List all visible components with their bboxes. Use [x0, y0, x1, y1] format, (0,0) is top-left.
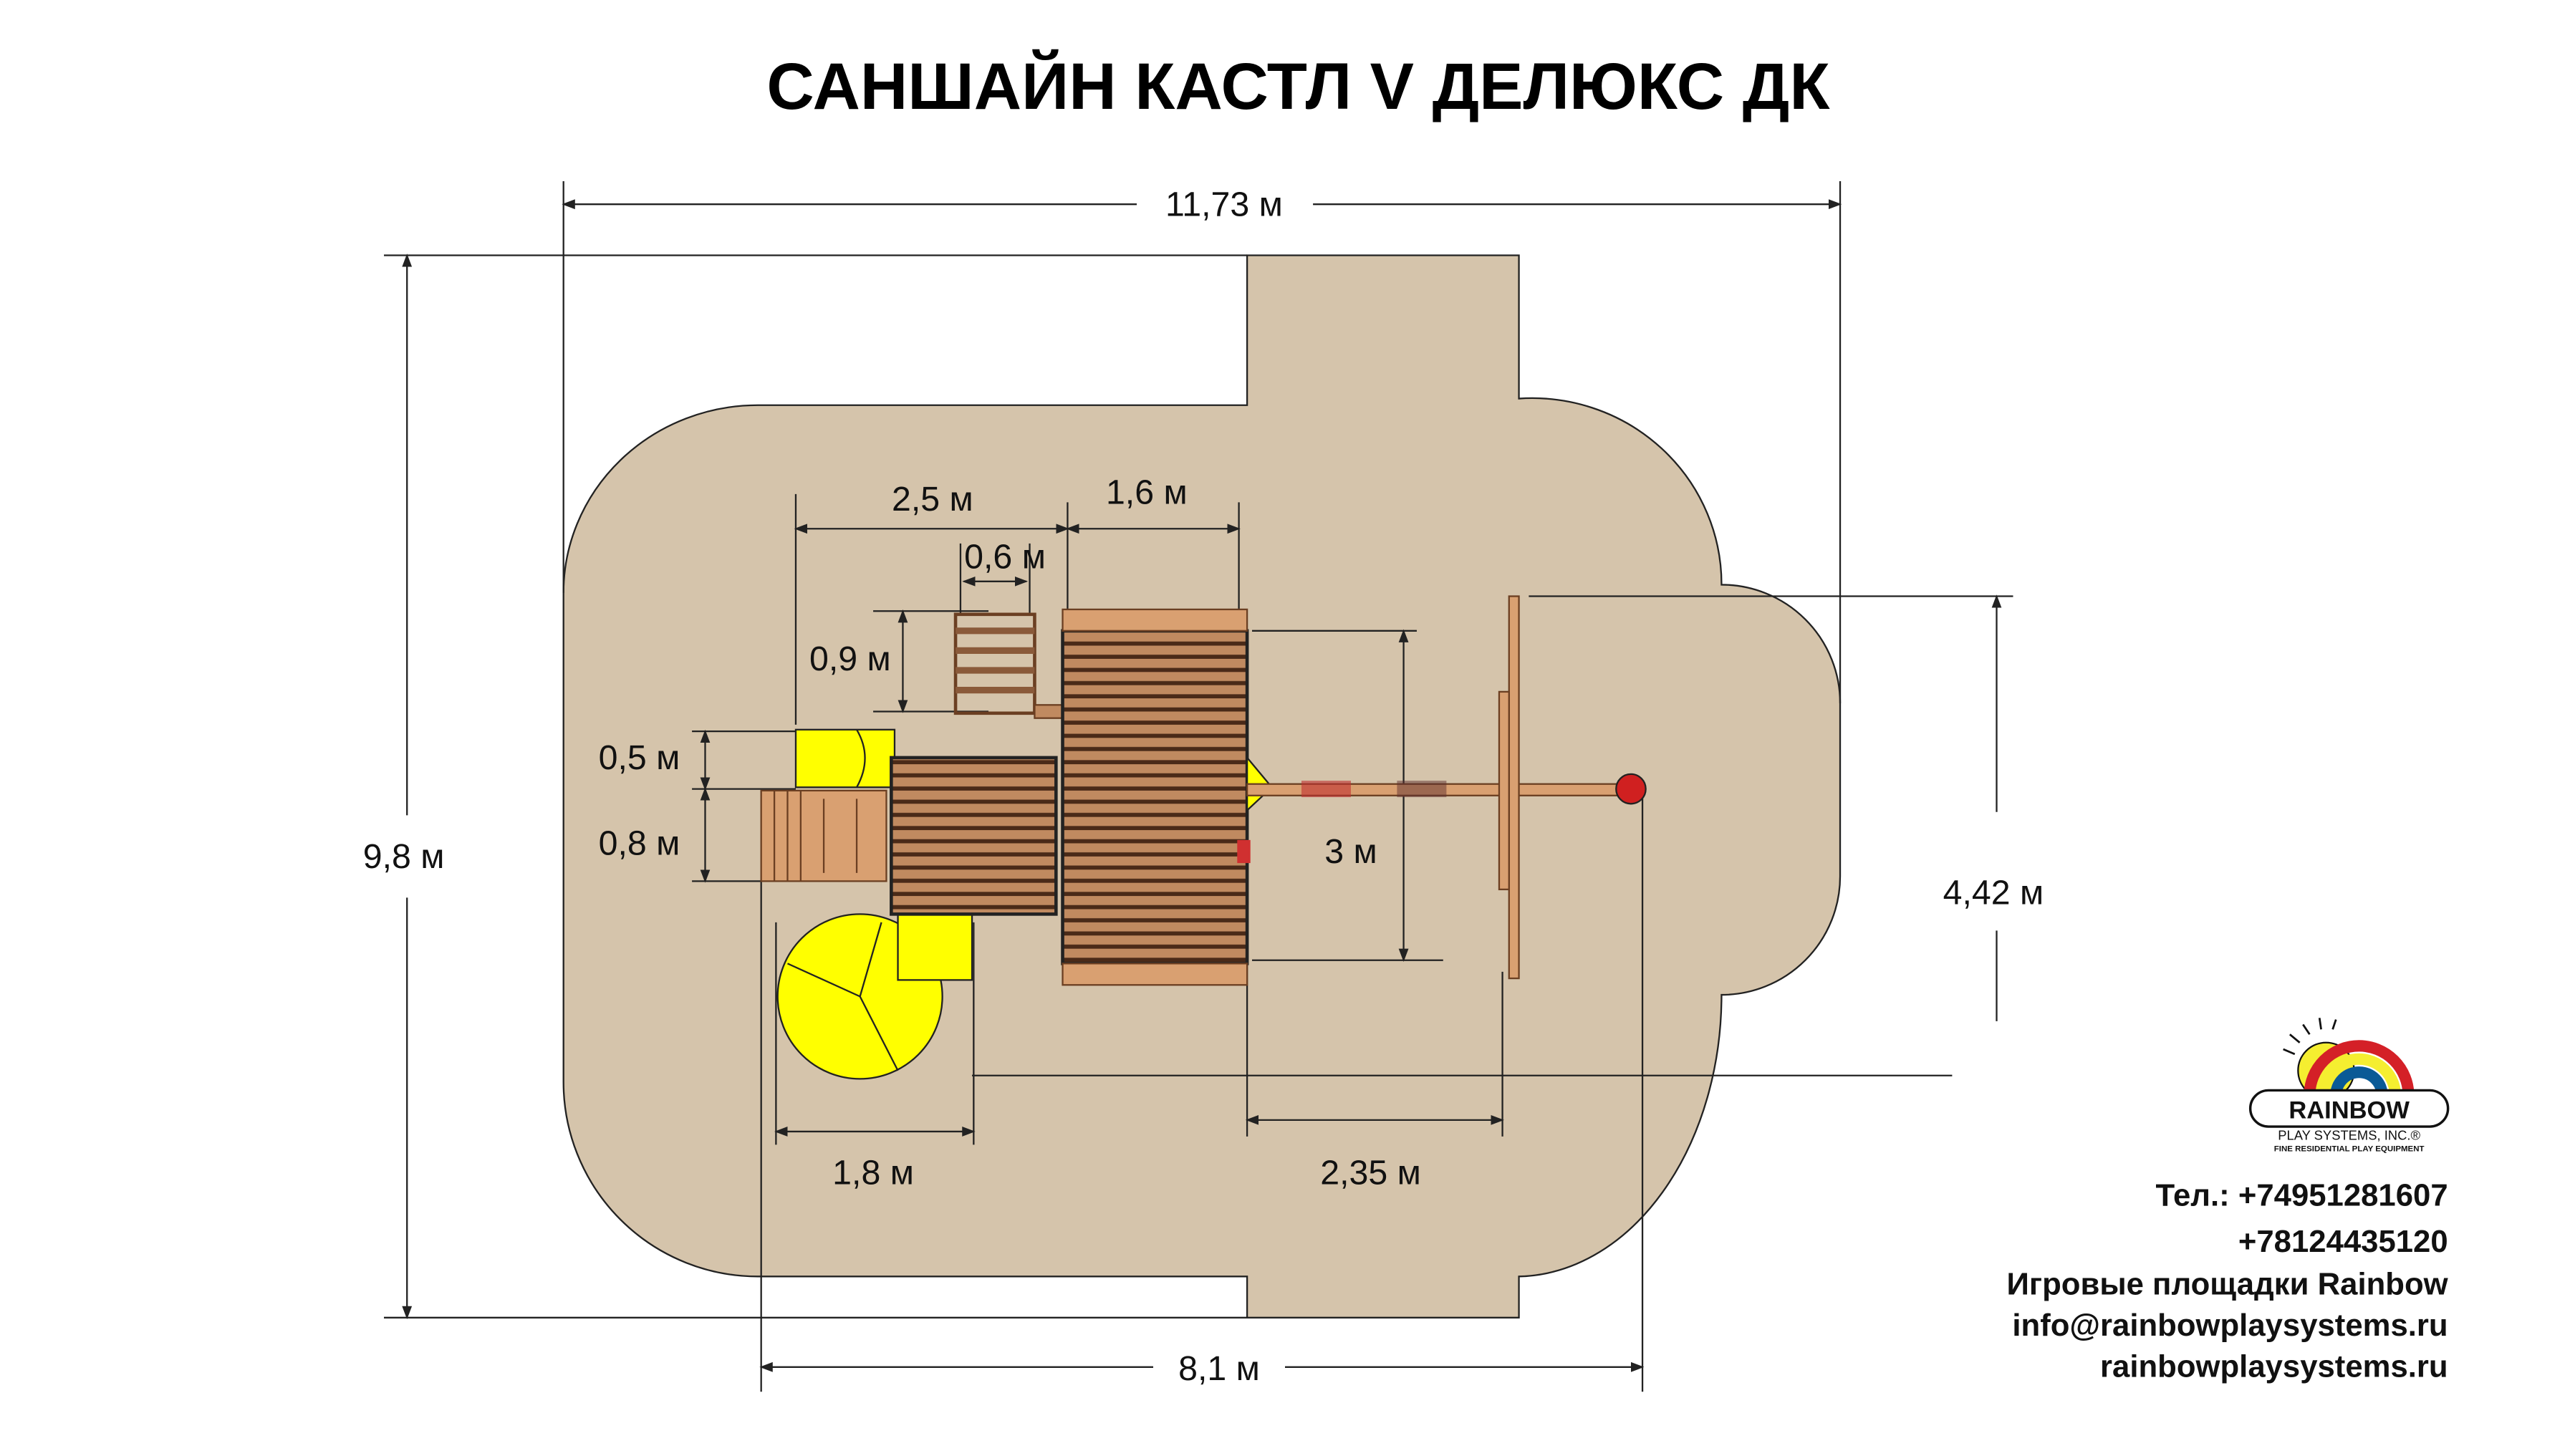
contact-block: Тел.: +74951281607 +78124435120 Игровые … [2006, 1177, 2448, 1384]
svg-text:3 м: 3 м [1324, 832, 1377, 871]
svg-text:1,8 м: 1,8 м [832, 1154, 914, 1192]
lower-deck [890, 756, 1058, 916]
svg-text:0,9 м: 0,9 м [809, 640, 891, 678]
phone-1: Тел.: +74951281607 [2155, 1177, 2448, 1212]
svg-text:0,5 м: 0,5 м [599, 738, 680, 777]
svg-text:8,1 м: 8,1 м [1178, 1349, 1260, 1388]
svg-text:2,5 м: 2,5 м [892, 480, 973, 519]
rainbow-logo: RAINBOW PLAY SYSTEMS, INC.® FINE RESIDEN… [2248, 1018, 2450, 1154]
swing-a-frame [1508, 595, 1520, 980]
svg-text:1,6 м: 1,6 м [1106, 473, 1188, 512]
svg-text:11,73 м: 11,73 м [1165, 185, 1283, 223]
website: rainbowplaysystems.ru [2100, 1349, 2448, 1384]
dimension-lines [384, 180, 2013, 1392]
climbing-ladder [953, 612, 1036, 715]
svg-text:RAINBOW: RAINBOW [2289, 1097, 2410, 1124]
dimension-labels: 11,73 м 9,8 м 8,1 м 4,42 м 2,5 м 1,6 м 0… [363, 185, 2044, 1388]
svg-text:4,42 м: 4,42 м [1943, 874, 2044, 912]
company-name: Игровые площадки Rainbow [2006, 1267, 2448, 1302]
svg-text:FINE RESIDENTIAL PLAY EQUIPMEN: FINE RESIDENTIAL PLAY EQUIPMENT [2274, 1145, 2425, 1154]
beam-end-cap [1615, 773, 1647, 805]
svg-text:PLAY SYSTEMS, INC.®: PLAY SYSTEMS, INC.® [2278, 1127, 2420, 1142]
svg-text:9,8 м: 9,8 м [363, 837, 445, 876]
page-title: САНШАЙН КАСТЛ V ДЕЛЮКС ДК [766, 49, 1830, 123]
straight-slide [794, 728, 896, 789]
phone-2: +78124435120 [2238, 1224, 2448, 1259]
svg-text:2,35 м: 2,35 м [1320, 1154, 1421, 1192]
svg-text:0,6 м: 0,6 м [964, 537, 1046, 576]
main-deck [1061, 629, 1249, 965]
svg-text:0,8 м: 0,8 м [599, 824, 680, 863]
email: info@rainbowplaysystems.ru [2012, 1308, 2448, 1343]
playset [760, 595, 1647, 1080]
